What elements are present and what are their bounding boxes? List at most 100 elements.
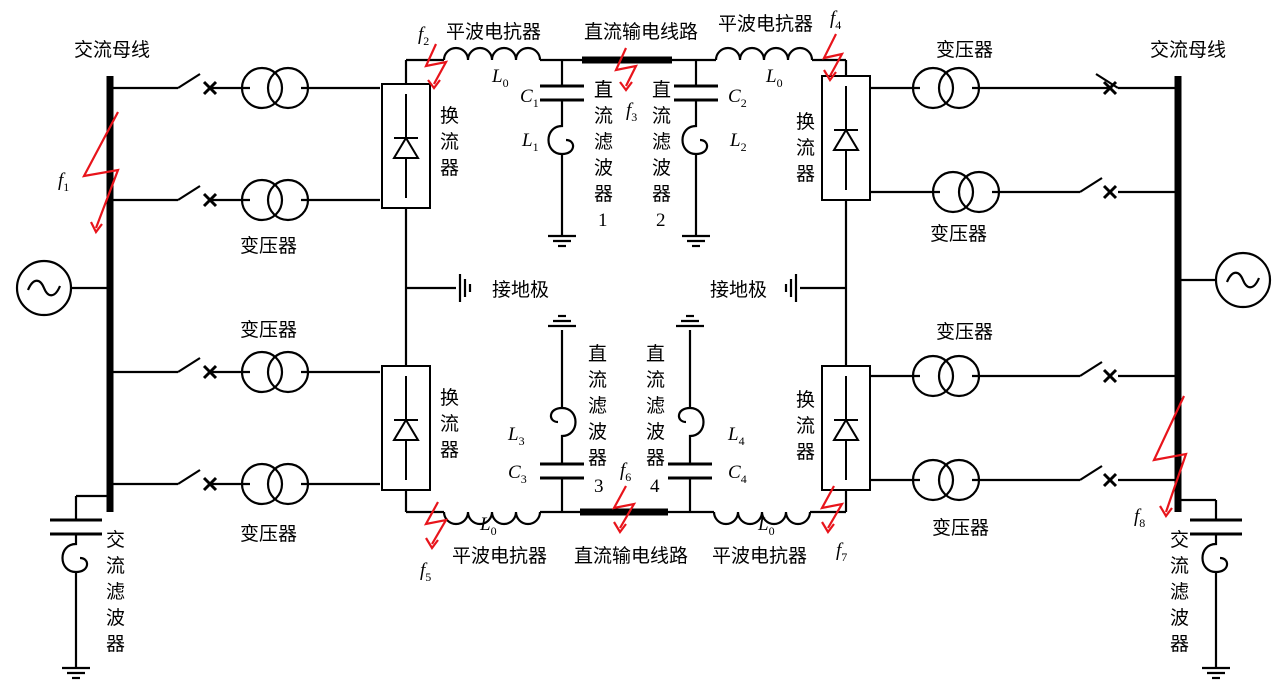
right-feeder-3: [868, 354, 1178, 398]
dc-line-label: 直流输电线路: [584, 21, 698, 43]
ground-electrode-label: 接地极: [492, 279, 549, 301]
fault-markers: [81, 33, 1188, 550]
converters: [381, 60, 871, 512]
right-ac-filter-label: 交 流 滤 波 器: [1170, 529, 1189, 655]
svg-text:流: 流: [440, 413, 459, 435]
fault-f6-icon: [611, 485, 637, 534]
left-feeder-1: [110, 66, 380, 110]
symbol-C4: C4: [728, 462, 747, 486]
fault-f3-icon: [614, 47, 638, 92]
svg-text:换: 换: [796, 389, 815, 411]
dc-filter-1-label: 直 流 滤 波 器 1: [594, 79, 613, 231]
svg-text:流: 流: [440, 131, 459, 153]
svg-text:流: 流: [796, 415, 815, 437]
svg-text:流: 流: [594, 105, 613, 127]
smoothing-reactor-label: 平波电抗器: [446, 21, 541, 43]
transformer-label: 变压器: [930, 223, 987, 245]
svg-text:交: 交: [106, 529, 125, 551]
svg-text:波: 波: [588, 421, 607, 443]
svg-text:流: 流: [652, 105, 671, 127]
right-generator-icon: [1214, 251, 1272, 309]
right-ac-filter: [1178, 498, 1242, 680]
right-feeder-2: [868, 170, 1178, 214]
symbol-L2: L2: [729, 130, 747, 154]
svg-text:流: 流: [796, 137, 815, 159]
svg-text:器: 器: [106, 633, 125, 655]
left-ac-filter-label: 交 流 滤 波 器: [106, 529, 125, 655]
transformer-label: 变压器: [240, 523, 297, 545]
converter-left-lower: [381, 365, 431, 491]
svg-text:器: 器: [1170, 633, 1189, 655]
right-ac-bus-label: 交流母线: [1150, 39, 1226, 61]
dc-filter-3: [540, 314, 584, 512]
svg-text:3: 3: [594, 476, 604, 497]
svg-text:流: 流: [646, 369, 665, 391]
svg-text:直: 直: [652, 79, 671, 101]
transformer-label: 变压器: [240, 319, 297, 341]
fault-f1-label: f1: [58, 170, 69, 194]
svg-text:换: 换: [796, 111, 815, 133]
transformer-label: 变压器: [936, 39, 993, 61]
svg-text:2: 2: [656, 210, 666, 231]
svg-text:器: 器: [796, 163, 815, 185]
svg-text:器: 器: [440, 157, 459, 179]
fault-f2-label: f2: [418, 24, 429, 48]
converter-right-upper: [821, 75, 871, 201]
dc-filter-2: [674, 60, 718, 248]
svg-text:波: 波: [646, 421, 665, 443]
left-feeder-3: [110, 350, 380, 394]
fault-f5-icon: [423, 501, 449, 550]
left-feeder-2: [110, 178, 380, 222]
svg-text:流: 流: [106, 555, 125, 577]
transformer-label: 变压器: [240, 235, 297, 257]
left-feeder-4: [110, 462, 380, 506]
symbol-L0: L0: [491, 66, 509, 90]
fault-f5-label: f5: [420, 560, 431, 584]
svg-text:1: 1: [598, 210, 608, 231]
symbol-C3: C3: [508, 462, 527, 486]
dc-filter-3-label: 直 流 滤 波 器 3: [588, 343, 607, 497]
dc-line-label: 直流输电线路: [574, 545, 688, 567]
smoothing-reactor-label: 平波电抗器: [712, 545, 807, 567]
svg-text:流: 流: [588, 369, 607, 391]
ground-electrode-label: 接地极: [710, 279, 767, 301]
symbol-C1: C1: [520, 86, 539, 110]
svg-text:器: 器: [440, 439, 459, 461]
svg-text:滤: 滤: [588, 395, 607, 417]
symbol-L4: L4: [727, 424, 745, 448]
fault-f1-icon: [81, 111, 120, 235]
converter-right-lower: [821, 365, 871, 491]
svg-text:波: 波: [1170, 607, 1189, 629]
svg-text:波: 波: [652, 157, 671, 179]
dc-filter-2-label: 直 流 滤 波 器 2: [652, 79, 671, 231]
svg-text:器: 器: [588, 447, 607, 469]
svg-text:4: 4: [650, 476, 660, 497]
svg-text:滤: 滤: [106, 581, 125, 603]
svg-text:器: 器: [796, 441, 815, 463]
svg-text:滤: 滤: [646, 395, 665, 417]
text-labels: 交流母线 交流母线 变压器 变压器 变压器 变压器 变压器 变压器 变压器 换 …: [58, 8, 1226, 655]
symbol-L0: L0: [765, 66, 783, 90]
fault-f2-icon: [424, 43, 449, 90]
fault-f4-icon: [821, 33, 845, 82]
svg-text:滤: 滤: [652, 131, 671, 153]
symbol-L3: L3: [507, 424, 525, 448]
svg-text:波: 波: [106, 607, 125, 629]
converter-left-upper: [381, 83, 431, 209]
dc-filter-4: [668, 314, 712, 512]
right-feeder-1: [868, 66, 1178, 110]
left-ac-bus-label: 交流母线: [74, 39, 150, 61]
dc-filter-1-label: 直: [594, 79, 613, 101]
svg-text:直: 直: [594, 79, 613, 101]
svg-text:流: 流: [1170, 555, 1189, 577]
svg-text:器: 器: [594, 183, 613, 205]
fault-f8-icon: [1152, 395, 1188, 518]
svg-text:换: 换: [440, 105, 459, 127]
right-ac-system: [868, 66, 1272, 680]
svg-text:波: 波: [594, 157, 613, 179]
right-feeder-4: [868, 458, 1178, 502]
svg-text:换: 换: [440, 387, 459, 409]
fault-f6-label: f6: [620, 460, 631, 484]
dc-filter-4-label: 直 流 滤 波 器 4: [646, 343, 665, 497]
